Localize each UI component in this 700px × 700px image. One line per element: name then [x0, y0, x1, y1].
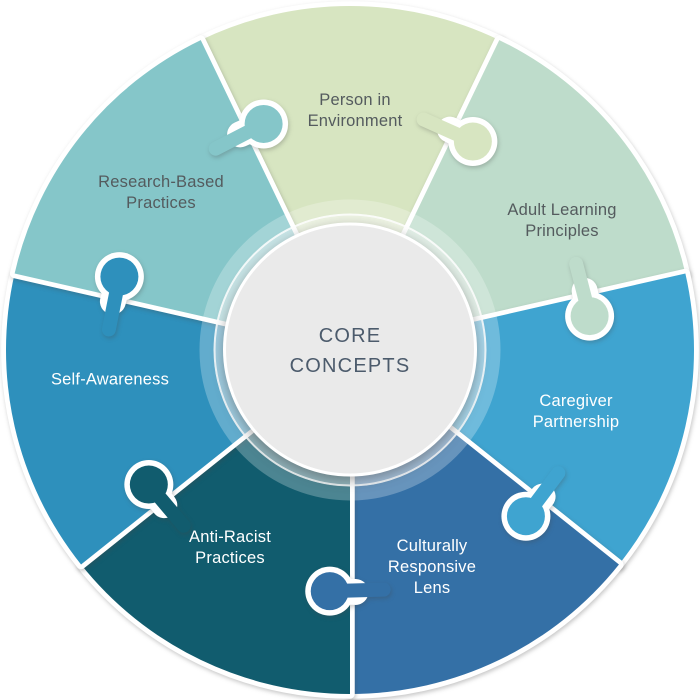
core-concepts-circle [223, 222, 477, 477]
puzzle-knob-anti-racist-practices [124, 460, 191, 533]
segment-label-culturally-responsive-lens: Culturally Responsive Lens [387, 536, 477, 597]
puzzle-knob-person-in-environment [416, 112, 498, 167]
segment-label-adult-learning-principles: Adult Learning Principles [507, 201, 617, 240]
halo-ring-line [213, 213, 487, 487]
segment-label-research-based-practices: Research-Based Practices [98, 173, 224, 212]
segment-label-anti-racist-practices: Anti-Racist Practices [189, 528, 271, 567]
segment-label-caregiver-partnership: Caregiver Partnership [532, 392, 620, 431]
puzzle-knob-research-based-practices [208, 99, 289, 156]
core-concepts-label: CORE CONCEPTS [289, 325, 411, 377]
puzzle-knob-self-awareness [94, 252, 144, 337]
segment-label-person-in-environment: Person in Environment [307, 91, 403, 130]
segment-label-self-awareness: Self-Awareness [50, 370, 170, 389]
halo-ring-outer [199, 199, 501, 501]
puzzle-knob-culturally-responsive-lens [305, 566, 391, 616]
halo-ring-inner [215, 215, 485, 485]
puzzle-knob-caregiver-partnership [501, 466, 566, 541]
puzzle-knob-adult-learning-principles [565, 256, 615, 341]
